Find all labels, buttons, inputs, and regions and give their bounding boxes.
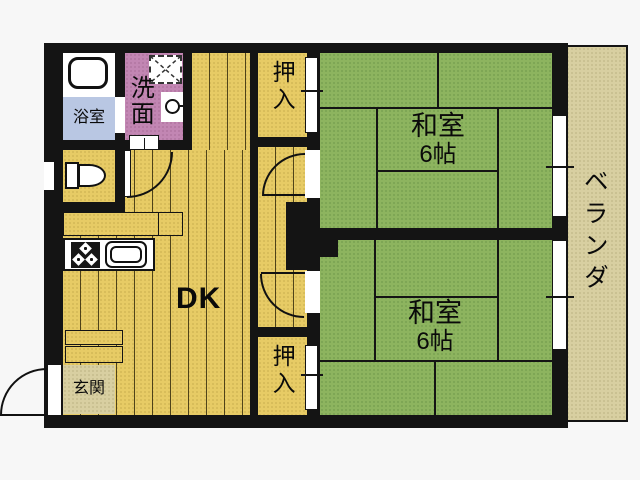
entrance-door [46, 363, 63, 417]
toilet-right-wall [115, 150, 125, 212]
sink-icon [105, 241, 147, 268]
pillar-block [286, 202, 320, 270]
tatami-top-label: 和室 6帖 [375, 112, 501, 168]
tatami-bottom-door-opening [305, 271, 320, 313]
toilet-window [44, 162, 54, 190]
tatami-seam [320, 360, 552, 362]
veranda-area [566, 45, 628, 422]
tatami-bottom-label: 和室 6帖 [372, 299, 498, 355]
pillar-bump [318, 240, 338, 257]
entrance-step-upper [65, 330, 123, 345]
tatami-top-size: 6帖 [419, 141, 457, 169]
stove-burner-icon [72, 253, 85, 266]
bathroom-label: 浴室 [72, 109, 105, 127]
dk-floor-corridor [192, 53, 250, 150]
tatami-top-door-opening [305, 150, 320, 198]
washbasin-tap-icon [179, 105, 183, 107]
tatami-seam [434, 360, 436, 415]
stove-burner-icon [85, 253, 98, 266]
hall-door-leaf [124, 150, 131, 197]
tatami-room-top [320, 53, 552, 228]
closet-bottom-label: 押入 [269, 344, 296, 398]
washbasin-icon [165, 99, 180, 114]
bathroom-area: 浴室 [63, 97, 115, 140]
stove-icon [71, 242, 100, 268]
tatami-seam [374, 240, 376, 362]
toilet-tank-icon [65, 162, 79, 189]
tatami-bottom-window-tick [546, 296, 574, 298]
closet-bottom-area [258, 337, 307, 415]
tatami-top-window-tick [546, 166, 574, 168]
closet-top-sliding-door [305, 57, 318, 133]
washroom-label: 洗面 [126, 75, 154, 127]
toilet-bowl-icon [78, 164, 106, 187]
closet-top-area [258, 53, 307, 137]
washing-machine-icon [149, 55, 182, 84]
veranda-label: ベランダ [580, 168, 609, 296]
entrance-door-arc-icon [0, 368, 48, 416]
closet-top-door-tick [301, 90, 323, 92]
toilet-bottom-wall [63, 202, 125, 212]
entrance-step-lower [65, 346, 123, 363]
entrance-area: 玄関 [63, 365, 115, 414]
tatami-seam [320, 107, 552, 109]
tatami-bottom-size: 6帖 [416, 328, 454, 356]
washroom-sliding-door [129, 135, 159, 150]
tatami-seam [376, 170, 499, 172]
tatami-bottom-name: 和室 [408, 298, 462, 328]
tatami-top-name: 和室 [411, 111, 465, 141]
bathroom-door-opening [115, 97, 125, 133]
closet-bottom-door-tick [301, 374, 323, 376]
tatami-seam [497, 240, 499, 362]
tatami-bottom-window [552, 240, 567, 350]
bathtub-icon [68, 57, 108, 89]
dk-label: DK [176, 282, 222, 315]
tatami-seam [376, 107, 378, 228]
kitchen-cabinet [63, 212, 183, 236]
closet-bottom-sliding-door [305, 345, 318, 410]
tatami-seam [437, 53, 439, 109]
tatami-room-bottom [320, 240, 552, 415]
tatami-seam [374, 296, 499, 298]
entrance-label: 玄関 [72, 380, 105, 398]
closet-top-label: 押入 [269, 60, 296, 114]
kitchen-cabinet-divider [158, 212, 159, 236]
tatami-seam [497, 107, 499, 228]
